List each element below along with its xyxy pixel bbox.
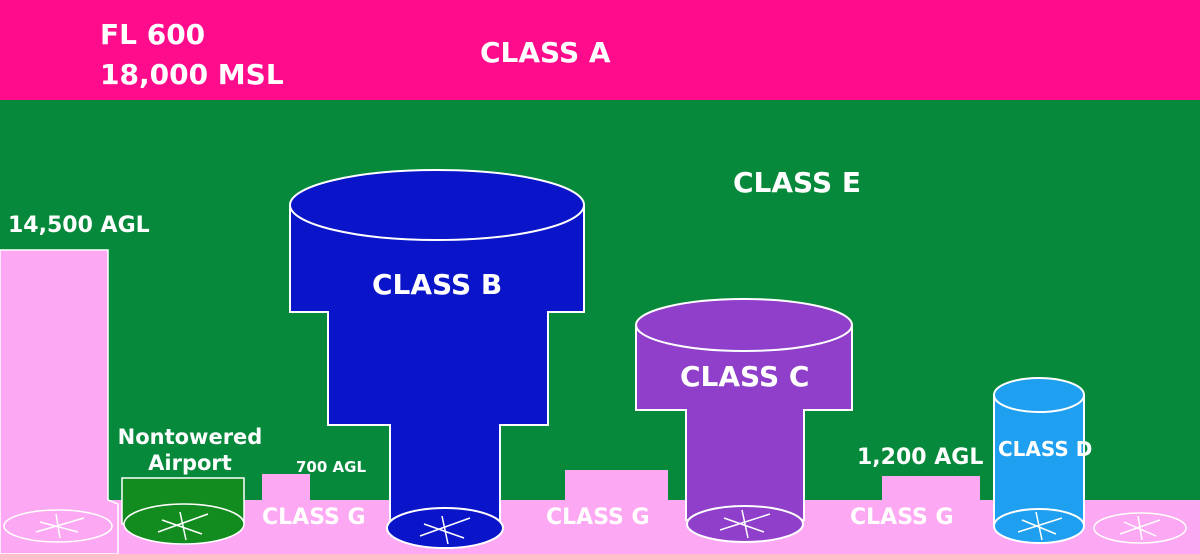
class-a-label: CLASS A (480, 36, 611, 69)
msl-label: 18,000 MSL (100, 58, 284, 91)
class-g-label-1: CLASS G (262, 505, 366, 530)
class-e-transition-column (0, 249, 119, 554)
fl600-label: FL 600 (100, 18, 205, 51)
nontowered-label-line2: Airport (148, 451, 232, 475)
agl-14500-label: 14,500 AGL (8, 213, 150, 238)
agl-1200-label: 1,200 AGL (857, 445, 983, 470)
class-g-label-3: CLASS G (850, 505, 954, 530)
runway-icon-left (35, 513, 85, 539)
agl-700-label: 700 AGL (296, 458, 366, 476)
runway-icon-right (1119, 515, 1161, 541)
class-c-top-ellipse (635, 298, 853, 352)
class-c-shape (635, 324, 853, 521)
class-g-surface (0, 470, 1200, 554)
nontowered-airport-ellipse (123, 503, 245, 545)
runway-icon-class-b (419, 515, 471, 545)
class-g-label-2: CLASS G (546, 505, 650, 530)
class-b-top-ellipse (289, 169, 585, 241)
class-d-label: CLASS D (998, 437, 1092, 461)
class-c-label: CLASS C (680, 360, 809, 393)
airport-right-ellipse (1093, 512, 1187, 544)
runway-icon-class-c (719, 509, 771, 539)
class-e-label: CLASS E (733, 166, 861, 199)
class-d-top-ellipse (993, 377, 1085, 413)
class-b-label: CLASS B (372, 268, 502, 301)
airport-left-ellipse (3, 509, 113, 543)
runway-icon-nontowered (157, 511, 209, 541)
class-a-band (0, 0, 1200, 100)
nontowered-label-line1: Nontowered (118, 425, 263, 449)
runway-icon-class-d (1017, 511, 1063, 541)
